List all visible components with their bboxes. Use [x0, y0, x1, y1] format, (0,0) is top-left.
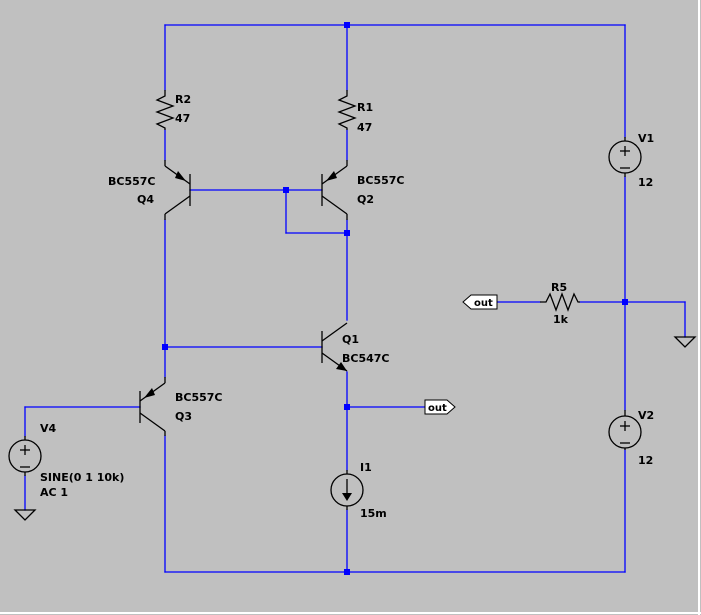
net-label-out-left[interactable]: out	[462, 294, 498, 310]
q4-model: BC557C	[108, 175, 156, 188]
v2-name: V2	[638, 409, 654, 422]
q2-model: BC557C	[357, 174, 405, 187]
ground-symbol-right	[673, 336, 697, 348]
transistor-q2[interactable]	[321, 160, 348, 220]
transistor-q4[interactable]	[164, 160, 191, 220]
i1-value: 15m	[360, 507, 387, 520]
i1-name: I1	[360, 461, 372, 474]
voltage-source-v4[interactable]	[8, 436, 42, 476]
v1-value: 12	[638, 176, 653, 189]
voltage-source-v1[interactable]	[608, 137, 642, 177]
r1-value: 47	[357, 121, 372, 134]
r2-value: 47	[175, 112, 190, 125]
r1-name: R1	[357, 101, 373, 114]
r5-value: 1k	[553, 313, 569, 326]
v4-name: V4	[40, 422, 57, 435]
resistor-r1[interactable]	[337, 90, 357, 130]
v1-name: V1	[638, 132, 654, 145]
resistor-r2[interactable]	[155, 90, 175, 130]
r2-name: R2	[175, 93, 191, 106]
wires	[24, 24, 686, 573]
ground-symbol-left	[13, 509, 37, 521]
transistor-q3[interactable]	[139, 377, 166, 436]
q3-name: Q3	[175, 410, 192, 423]
q4-name: Q4	[137, 193, 154, 206]
resistor-r5[interactable]	[540, 292, 580, 312]
v4-value: SINE(0 1 10k)	[40, 471, 124, 484]
voltage-source-v2[interactable]	[608, 410, 642, 450]
q1-name: Q1	[342, 333, 359, 346]
net-label-out-left-text: out	[474, 298, 493, 309]
q1-model: BC547C	[342, 352, 390, 365]
v4-ac: AC 1	[40, 486, 68, 499]
net-label-out-right-text: out	[428, 403, 447, 414]
r5-name: R5	[551, 281, 567, 294]
q3-model: BC557C	[175, 391, 223, 404]
current-source-i1[interactable]	[330, 470, 364, 510]
q2-name: Q2	[357, 193, 374, 206]
component-labels: R2 47 R1 47 BC557C Q4 BC557C Q2 Q1 BC547…	[40, 93, 654, 520]
v2-value: 12	[638, 454, 653, 467]
net-label-out-right[interactable]: out	[424, 399, 456, 415]
transistor-q1[interactable]	[321, 322, 348, 372]
junction-dots	[162, 22, 628, 575]
